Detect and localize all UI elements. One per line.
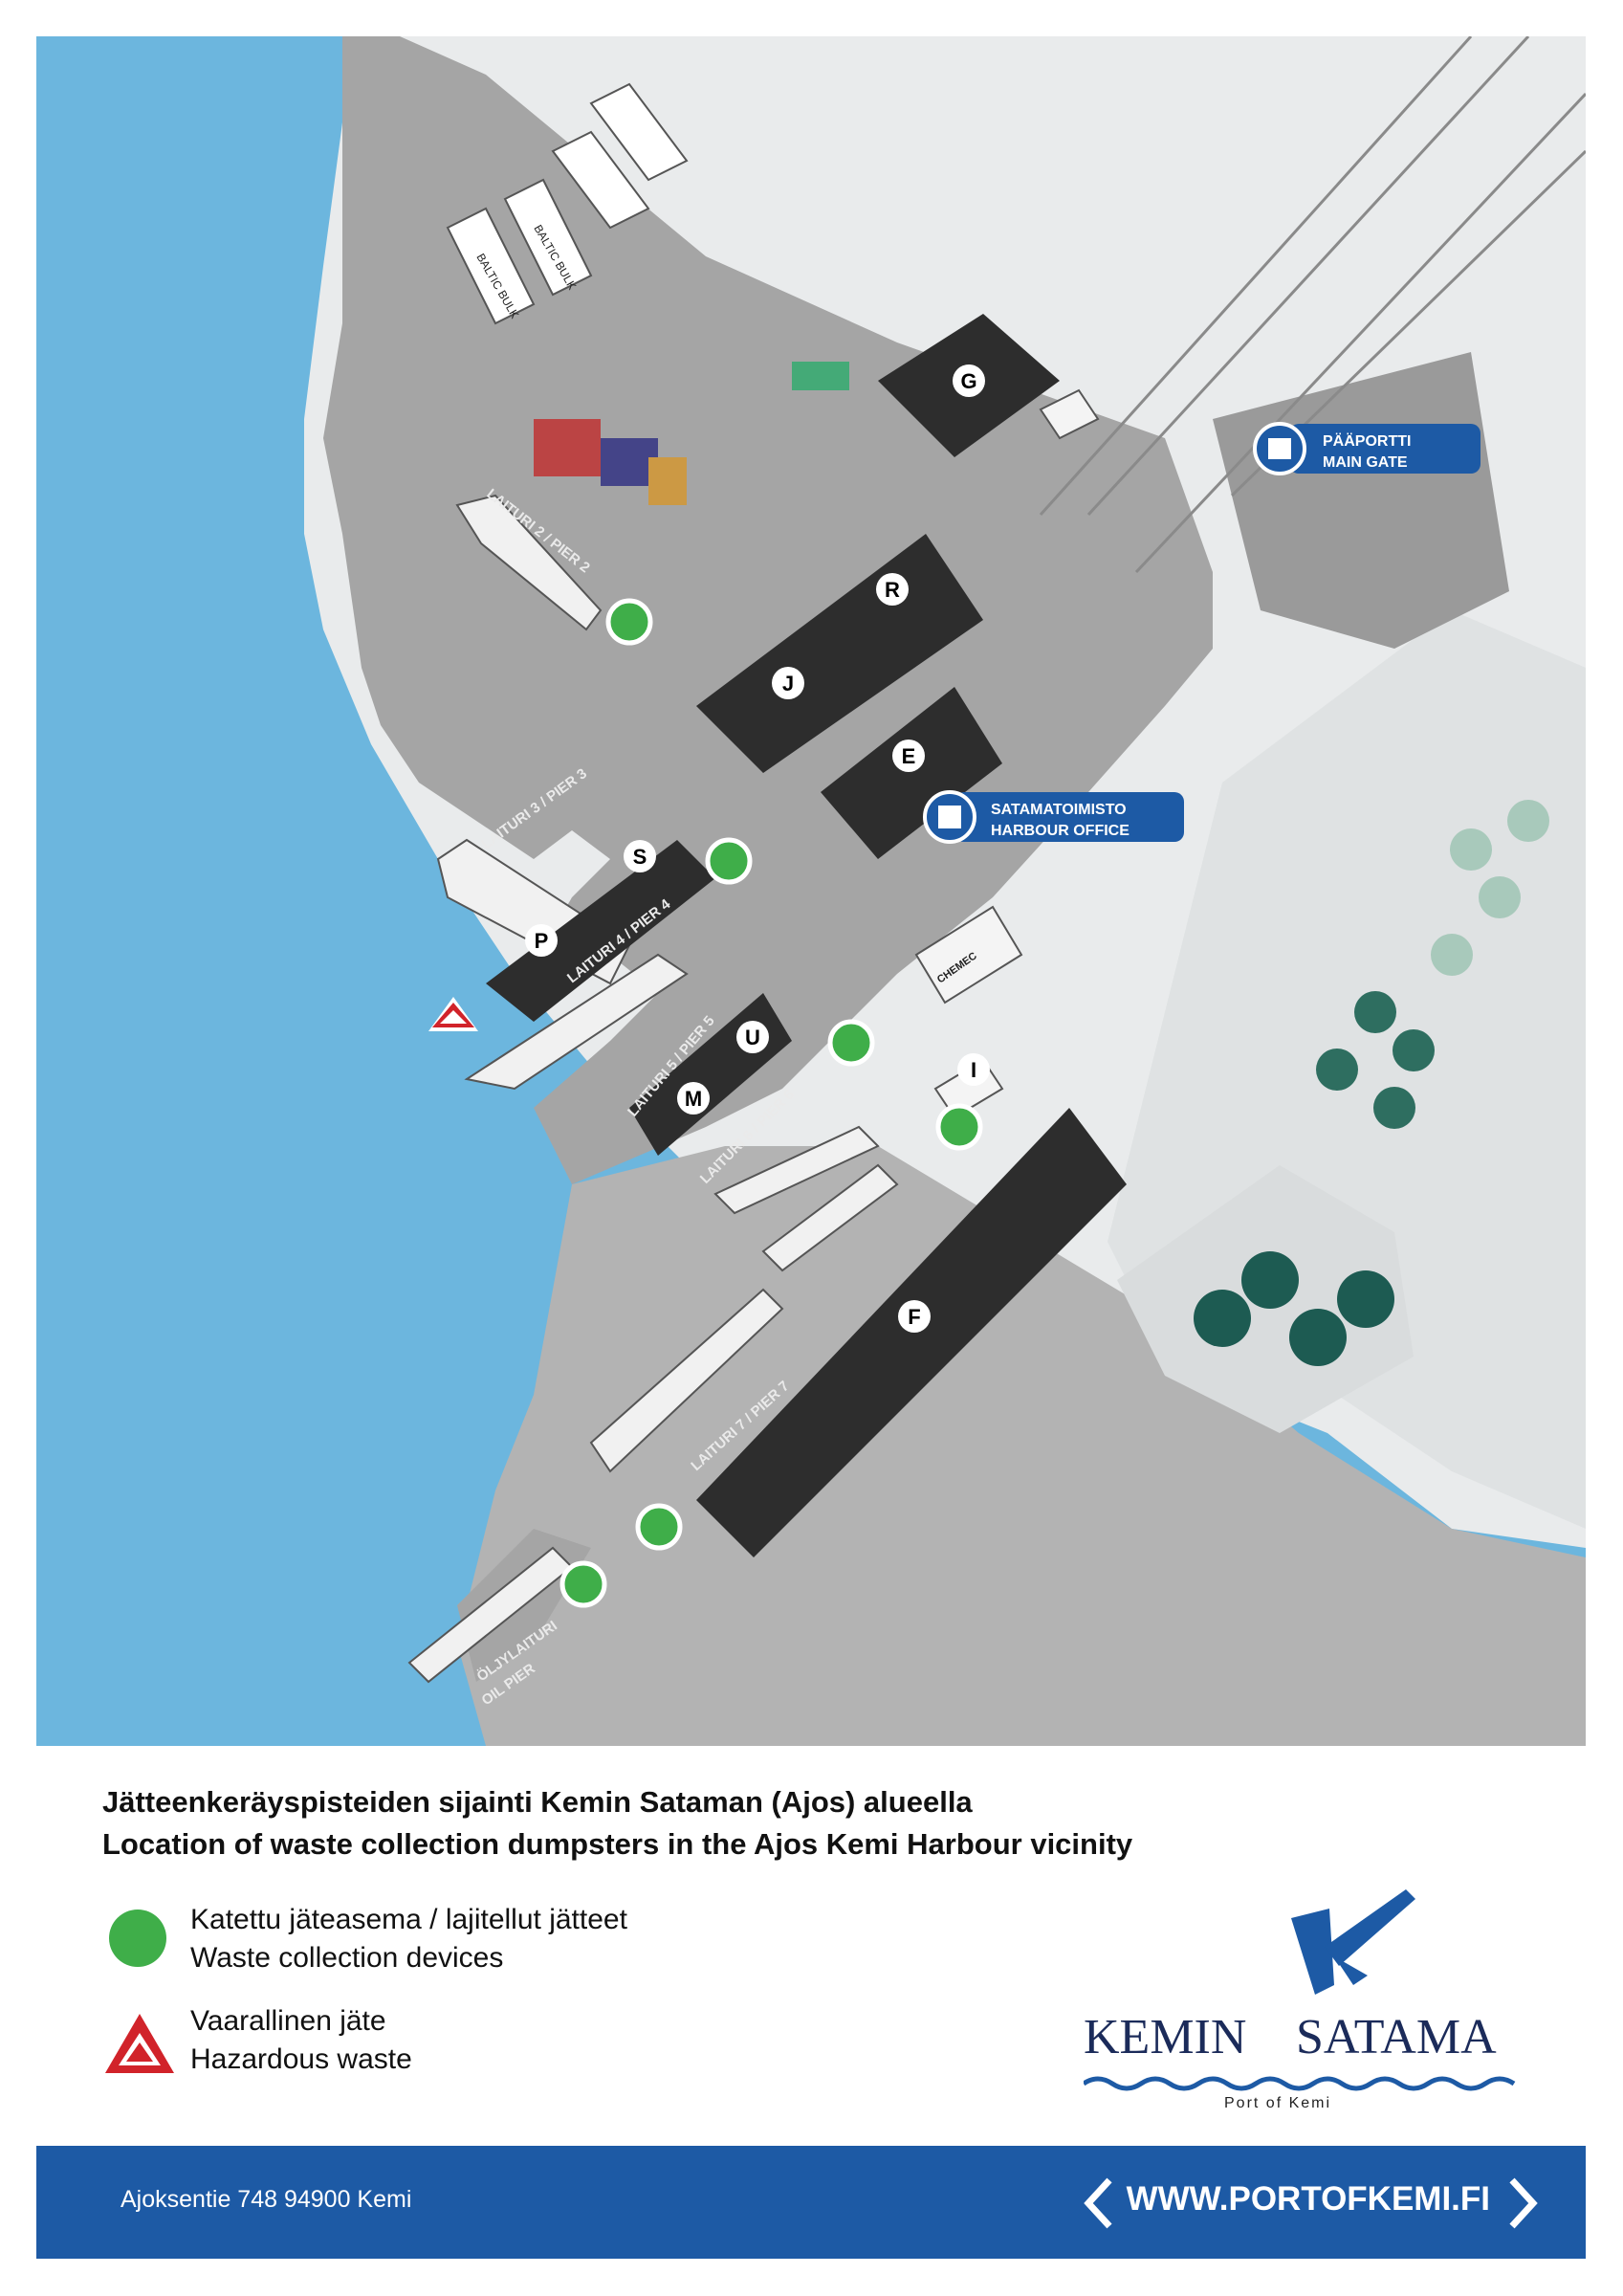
logo-subtitle: Port of Kemi — [1224, 2095, 1332, 2111]
main-gate-badge: PÄÄPORTTI MAIN GATE — [1253, 422, 1480, 475]
heading-en: Location of waste collection dumpsters i… — [102, 1827, 1133, 1861]
logo-kemin: KEMIN — [1084, 2010, 1247, 2064]
legend-hazard-en: Hazardous waste — [190, 2043, 412, 2075]
marker-M: M — [677, 1082, 710, 1115]
marker-F: F — [898, 1300, 931, 1333]
collection-point[interactable] — [605, 598, 653, 646]
warehouse-SP — [486, 840, 715, 1022]
svg-text:J: J — [782, 672, 794, 695]
collection-point[interactable] — [827, 1019, 875, 1067]
svg-text:M: M — [685, 1087, 702, 1111]
heading-fi: Jätteenkeräyspisteiden sijainti Kemin Sa… — [102, 1785, 973, 1819]
svg-text:HARBOUR OFFICE: HARBOUR OFFICE — [991, 823, 1130, 839]
collection-point[interactable] — [559, 1560, 607, 1608]
warehouse-E — [821, 687, 1002, 859]
svg-text:P: P — [535, 929, 549, 953]
harbour-office-badge: SATAMATOIMISTO HARBOUR OFFICE — [923, 790, 1184, 844]
storage-tanks — [1194, 800, 1549, 1366]
svg-text:PÄÄPORTTI: PÄÄPORTTI — [1323, 432, 1411, 450]
collection-points — [559, 598, 983, 1608]
baltic-bulk-sheds — [446, 82, 689, 325]
marker-J: J — [772, 667, 804, 699]
footer-bar: Ajoksentie 748 94900 Kemi WWW.PORTOFKEMI… — [36, 2146, 1586, 2259]
svg-text:SATAMATOIMISTO: SATAMATOIMISTO — [991, 802, 1127, 818]
footer-address: Ajoksentie 748 94900 Kemi — [121, 2186, 412, 2213]
legend-collection-en: Waste collection devices — [190, 1942, 504, 1974]
chevron-left-icon — [1084, 2177, 1112, 2229]
chemec-building — [914, 905, 1023, 1004]
collection-point[interactable] — [635, 1503, 683, 1551]
logo-satama: SATAMA — [1296, 2010, 1497, 2064]
warehouse-RJ — [696, 534, 983, 773]
svg-text:F: F — [908, 1305, 920, 1329]
marker-E: E — [892, 740, 925, 772]
svg-text:U: U — [745, 1026, 760, 1049]
legend-hazard-fi: Vaarallinen jäte — [190, 2005, 386, 2037]
svg-text:MAIN GATE: MAIN GATE — [1323, 454, 1408, 471]
building-icon — [938, 806, 961, 828]
harbour-map: BALTIC BULK BALTIC BULK CHEMEC LAITURI 2… — [36, 36, 1586, 1746]
svg-text:G: G — [960, 369, 976, 393]
footer-website-link[interactable]: WWW.PORTOFKEMI.FI — [1126, 2180, 1490, 2218]
containers — [534, 362, 849, 505]
logo-waves — [1084, 2076, 1516, 2091]
legend-collection-icon — [109, 1910, 166, 1967]
marker-G: G — [953, 364, 985, 397]
hazard-point[interactable] — [428, 997, 478, 1031]
kemin-satama-logo-mark — [1291, 1889, 1415, 1995]
quay-asphalt — [323, 36, 1213, 1184]
legend-hazard-icon — [105, 2014, 174, 2073]
marker-S: S — [624, 840, 656, 872]
ships — [407, 494, 899, 1684]
svg-text:E: E — [902, 744, 916, 768]
marker-P: P — [525, 924, 558, 957]
gate-icon — [1268, 438, 1291, 459]
warehouse-F — [696, 1108, 1127, 1557]
chevron-right-icon — [1509, 2177, 1538, 2229]
svg-text:I: I — [971, 1058, 976, 1082]
marker-I: I — [957, 1053, 990, 1086]
marker-R: R — [876, 573, 909, 606]
svg-text:R: R — [885, 578, 900, 602]
svg-text:S: S — [633, 845, 647, 869]
marker-U: U — [736, 1021, 769, 1053]
collection-point[interactable] — [705, 837, 753, 885]
quay-lower — [457, 1146, 1586, 1746]
legend-collection-fi: Katettu jäteasema / lajitellut jätteet — [190, 1904, 627, 1935]
collection-point[interactable] — [935, 1103, 983, 1151]
